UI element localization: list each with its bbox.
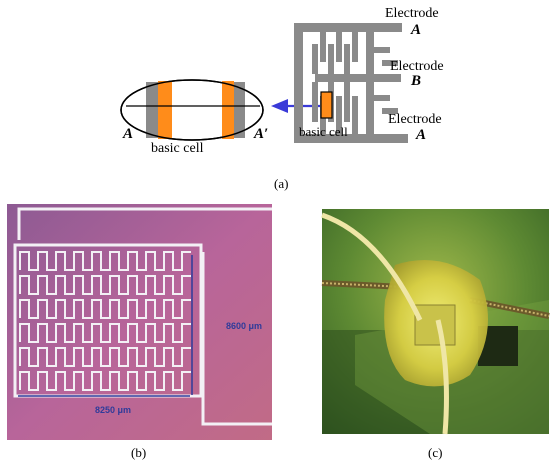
electrode-a-bottom-word: Electrode	[388, 112, 442, 127]
electrode-a-top-word: Electrode	[385, 6, 439, 21]
panel-b-photo	[7, 204, 272, 440]
basic-cell-cross-section	[120, 79, 264, 141]
orange-region-left	[158, 81, 172, 139]
serpentine-row	[19, 251, 191, 271]
inset-basic-cell-label: basic cell	[299, 124, 348, 139]
electrode-a-bottom-letter: A	[416, 127, 427, 143]
orange-region-right	[222, 81, 234, 139]
electrode-stripe-right	[234, 82, 245, 138]
serpentine-pattern	[19, 251, 191, 391]
serpentine-row	[19, 299, 191, 319]
dimension-horizontal-label: 8250 μm	[95, 405, 132, 415]
panel-b-label: (b)	[131, 445, 147, 460]
electrode-stripe-left	[146, 82, 158, 138]
section-start-label: A	[123, 126, 134, 142]
electrode-b-letter: B	[411, 73, 422, 89]
blue-arrow	[271, 99, 326, 113]
panel-c-photo	[321, 209, 550, 435]
serpentine-row	[19, 275, 191, 295]
dimension-vertical-label: 8600 μm	[226, 321, 263, 331]
serpentine-row	[19, 347, 191, 367]
panel-c-label: (c)	[428, 445, 443, 460]
basic-cell-label: basic cell	[151, 141, 204, 156]
panel-a-label: (a)	[274, 176, 289, 191]
basic-cell-highlight	[320, 91, 333, 119]
electrode-a-top-letter: A	[411, 22, 422, 38]
section-end-label: A′	[254, 126, 269, 142]
serpentine-row	[19, 323, 191, 343]
electrode-b-word: Electrode	[390, 59, 444, 74]
serpentine-row	[19, 371, 191, 391]
